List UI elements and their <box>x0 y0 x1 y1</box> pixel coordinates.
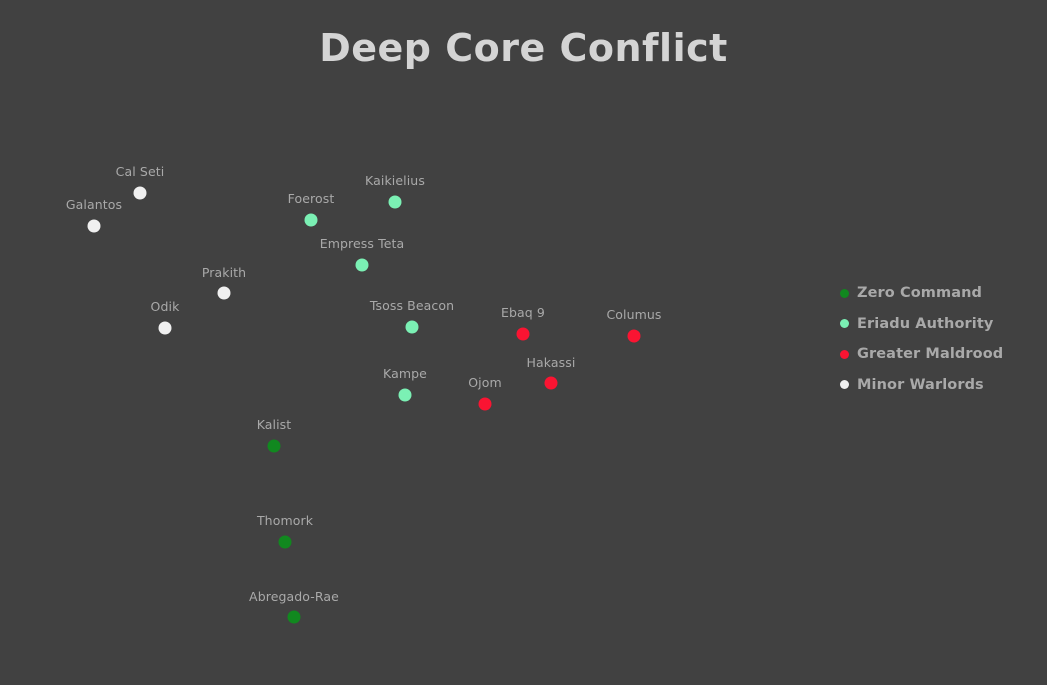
legend-item[interactable]: Zero Command <box>840 278 1030 309</box>
page-title: Deep Core Conflict <box>319 26 728 70</box>
data-point[interactable] <box>87 219 101 233</box>
data-point[interactable] <box>544 376 558 390</box>
node-label: Columus <box>606 307 662 322</box>
node-label: Empress Teta <box>319 236 405 251</box>
legend-swatch-dot-icon <box>840 288 849 298</box>
node-label: Thomork <box>256 513 314 528</box>
data-point[interactable] <box>133 186 147 200</box>
data-point[interactable] <box>304 213 318 227</box>
node-label: Hakassi <box>526 355 576 370</box>
node-label: Ebaq 9 <box>501 305 545 320</box>
data-point[interactable] <box>278 535 292 549</box>
legend-swatch-dot-icon <box>840 349 849 359</box>
legend-label: Eriadu Authority <box>857 315 994 332</box>
data-point[interactable] <box>158 321 172 335</box>
node-label: Foerost <box>287 191 335 206</box>
data-point[interactable] <box>217 286 231 300</box>
legend-item[interactable]: Minor Warlords <box>840 370 1030 401</box>
data-point[interactable] <box>398 388 412 402</box>
node-label: Abregado-Rae <box>249 589 339 604</box>
data-point[interactable] <box>478 397 492 411</box>
node-label: Prakith <box>201 265 247 280</box>
node-label: Cal Seti <box>115 164 165 179</box>
legend-label: Zero Command <box>857 285 983 302</box>
legend-item[interactable]: Greater Maldrood <box>840 339 1030 370</box>
legend-swatch-dot-icon <box>840 380 849 390</box>
data-point[interactable] <box>388 195 402 209</box>
legend-item[interactable]: Eriadu Authority <box>840 309 1030 340</box>
legend-label: Greater Maldrood <box>857 346 1004 363</box>
node-label: Ojom <box>468 375 502 390</box>
data-point[interactable] <box>267 439 281 453</box>
legend-label: Minor Warlords <box>857 376 984 393</box>
node-label: Tsoss Beacon <box>369 298 455 313</box>
data-point[interactable] <box>355 258 369 272</box>
node-label: Kaikielius <box>365 173 425 188</box>
data-point[interactable] <box>287 610 301 624</box>
node-label: Odik <box>150 299 180 314</box>
data-point[interactable] <box>516 327 530 341</box>
data-point[interactable] <box>627 329 641 343</box>
node-label: Galantos <box>65 197 123 212</box>
node-label: Kampe <box>383 366 427 381</box>
data-point[interactable] <box>405 320 419 334</box>
legend-swatch-dot-icon <box>840 319 849 329</box>
node-label: Kalist <box>256 417 292 432</box>
